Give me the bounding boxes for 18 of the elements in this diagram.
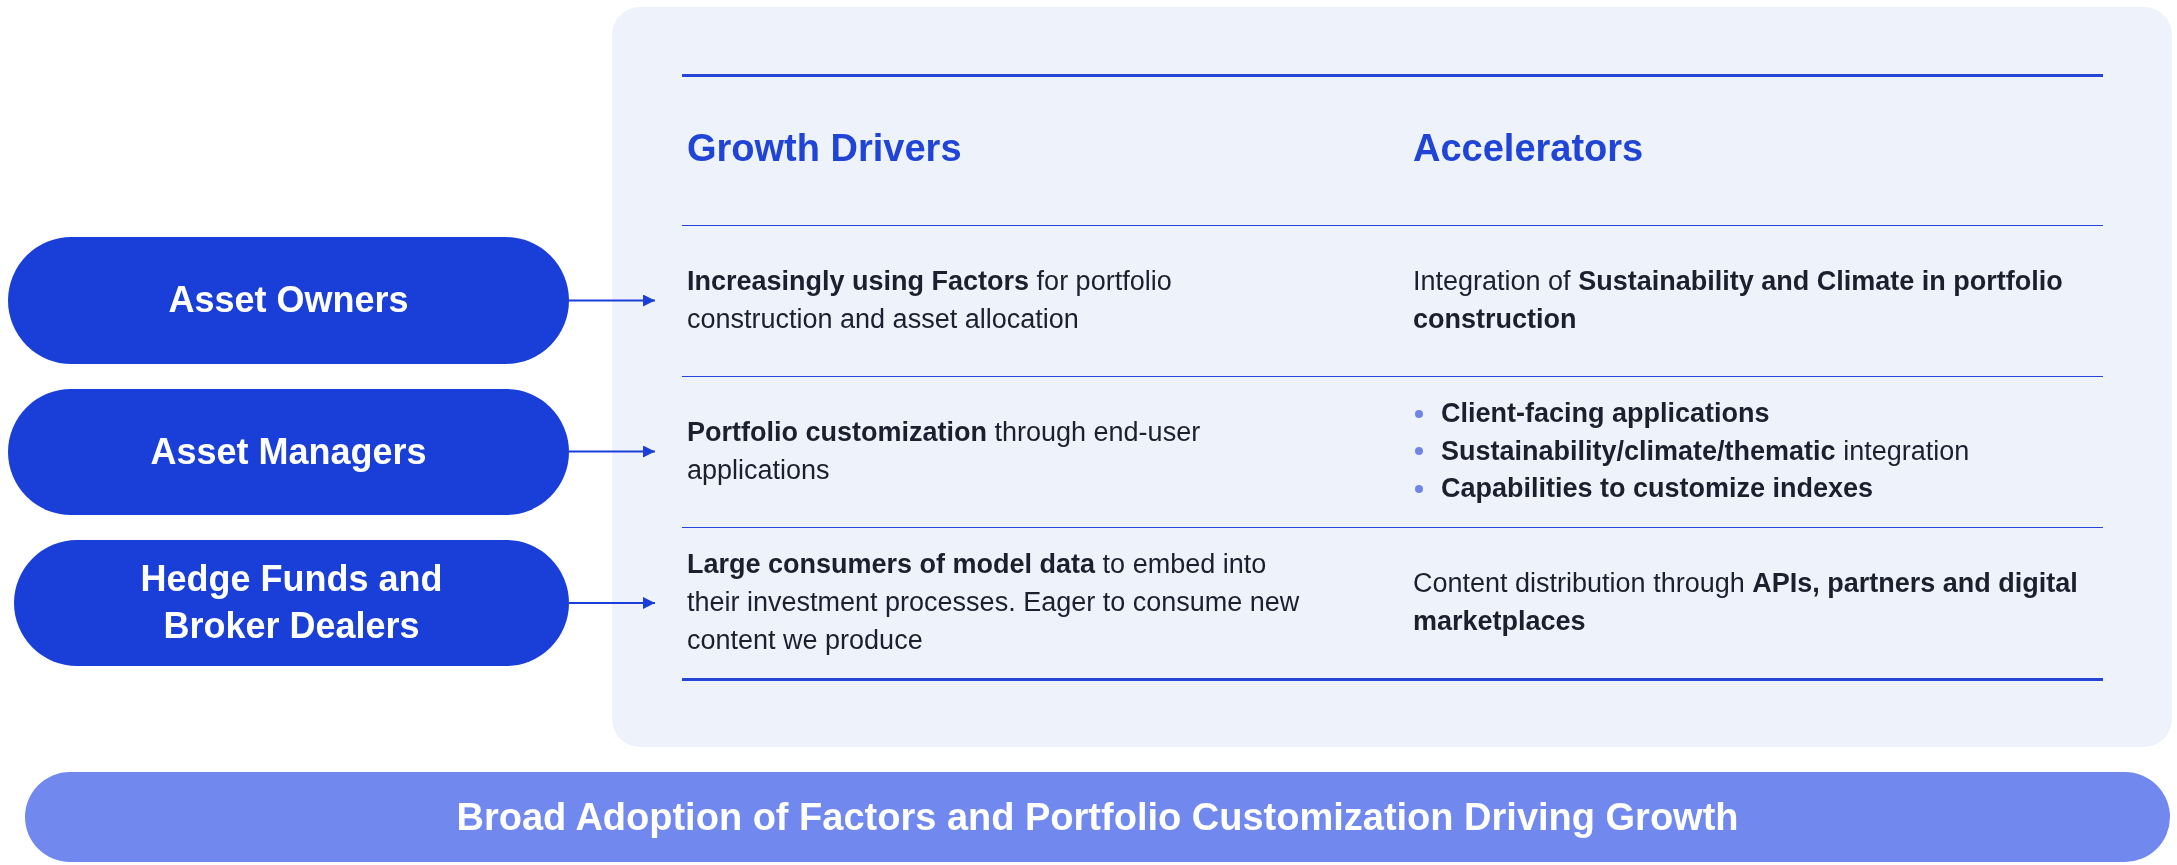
bullet-item: Client-facing applications bbox=[1441, 396, 1770, 430]
segment-label: Asset Managers bbox=[150, 429, 427, 474]
arrow bbox=[568, 294, 656, 307]
cell-text: Content distribution through APIs, partners and digital marketplaces bbox=[1413, 567, 2079, 638]
banner-text: Broad Adoption of Factors and Portfolio Customization Driving Growth bbox=[456, 795, 1739, 839]
bullet-item: Capabilities to customize indexes bbox=[1441, 472, 1874, 506]
column-header: Accelerators bbox=[1413, 127, 1644, 170]
segment-label: Hedge Funds and Broker Dealers bbox=[139, 557, 444, 648]
bullet-item: Sustainability/climate/thematic integration bbox=[1441, 434, 1970, 468]
column-header: Growth Drivers bbox=[687, 127, 962, 170]
table-panel bbox=[612, 7, 2172, 747]
cell-text: Large consumers of model data to embed into their investment processes. Eager to consume new content we produce bbox=[687, 548, 1301, 657]
arrow bbox=[568, 597, 656, 609]
segment-label: Asset Owners bbox=[168, 278, 409, 323]
cell-text: Portfolio customization through end-user applications bbox=[687, 415, 1202, 487]
cell-text: Integration of Sustainability and Climate in portfolio construction bbox=[1413, 264, 2064, 336]
cell-text: Increasingly using Factors for portfolio construction and asset allocation bbox=[687, 264, 1173, 336]
arrow bbox=[568, 445, 656, 458]
